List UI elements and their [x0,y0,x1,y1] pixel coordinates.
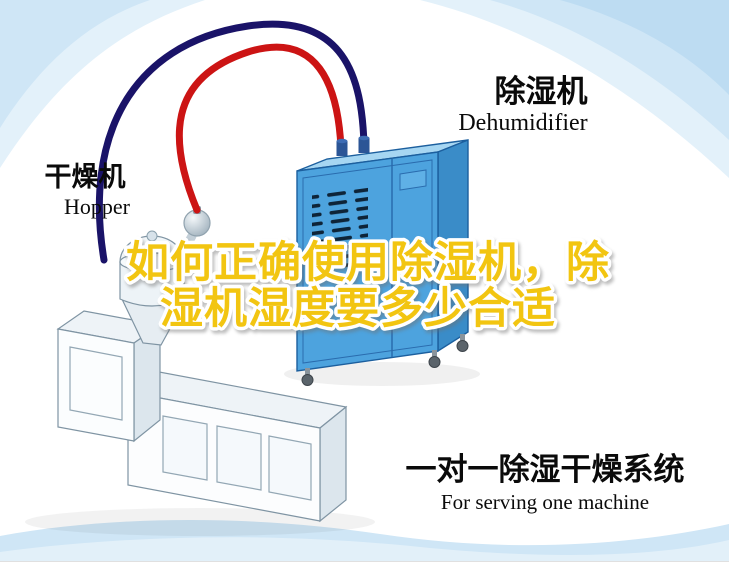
wave-bottom-front [0,537,729,561]
dehumidifier-illustration [284,135,480,386]
hopper-cap [146,230,158,242]
dehumidifier-stub-right [358,135,370,153]
caption-en: For serving one machine [441,490,649,514]
hopper-elbow-pipe [171,231,197,263]
headline-line-1: 如何正确使用除湿机，除 [126,239,610,287]
wave-top-right-inner [560,0,729,95]
hopper-cylinder [119,261,185,307]
dehumidifier-stub-left [336,138,348,156]
machine-panel-1 [162,415,208,481]
machine-panel-3 [268,435,312,501]
caption-zh: 一对一除湿干燥系统 [406,452,685,487]
gearbox-panel [69,346,123,421]
dehumidifier-shadow [284,362,480,386]
dryer-label-zh: 干燥机 [45,162,126,192]
labels: 干燥机 Hopper 除湿机 Dehumidifier 一对一除湿干燥系统 Fo… [45,74,685,514]
dehumidifier-front-trim [302,159,433,364]
headline-line-2: 湿机湿度要多少合适 [160,285,556,333]
return-air-hose-navy [95,20,368,264]
dehumidifier-vent-grille [312,184,368,276]
dehumidifier-control-panel [399,169,427,191]
dry-air-hose-red [175,43,345,214]
hopper-rim [119,252,185,272]
dehumidifier-label-zh: 除湿机 [495,74,588,109]
machine-panel-2 [216,425,262,491]
dehumidifier-casters [301,334,469,386]
headline: 如何正确使用除湿机，除 湿机湿度要多少合适 [123,236,613,337]
dehumidifier-door-handle [397,248,402,264]
gearbox-front-face [57,328,135,442]
dryer-label-en: Hopper [64,194,131,219]
dehumidifier-label-en: Dehumidifier [458,110,587,136]
hoses [95,20,368,264]
machine-body-side-face [319,405,347,523]
wave-top-left-inner [0,0,150,128]
dryer-machine-illustration [25,206,375,536]
